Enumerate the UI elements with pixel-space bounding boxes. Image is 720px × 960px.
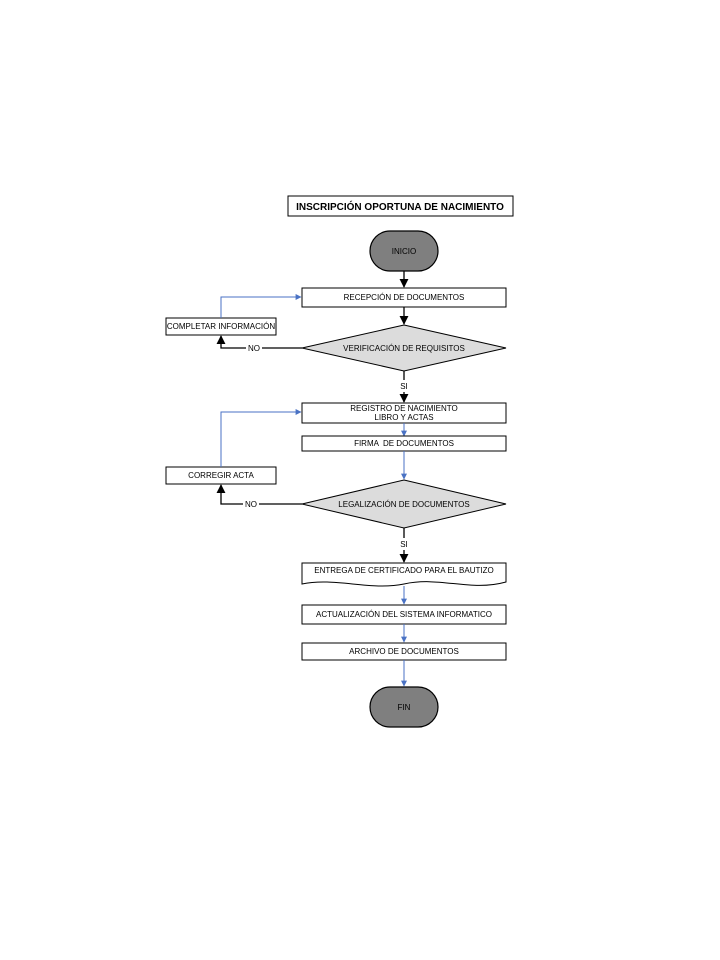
yes-label-1: SI xyxy=(400,382,408,391)
delivery-document-step: ENTREGA DE CERTIFICADO PARA EL BAUTIZO xyxy=(301,562,507,587)
registration-label-line1: REGISTRO DE NACIMIENTO xyxy=(350,404,457,413)
archive-step: ARCHIVO DE DOCUMENTOS xyxy=(301,642,507,661)
signature-label: FIRMA DE DOCUMENTOS xyxy=(354,439,454,448)
verification-label: VERIFICACIÓN DE REQUISITOS xyxy=(343,344,465,353)
end-label: FIN xyxy=(398,703,411,712)
start-terminal: INICIO xyxy=(369,230,439,272)
delivery-label: ENTREGA DE CERTIFICADO PARA EL BAUTIZO xyxy=(314,566,493,575)
system-update-step: ACTUALIZACIÓN DEL SISTEMA INFORMATICO xyxy=(301,604,507,625)
archive-label: ARCHIVO DE DOCUMENTOS xyxy=(349,647,459,656)
start-label: INICIO xyxy=(392,247,416,256)
verification-decision: VERIFICACIÓN DE REQUISITOS xyxy=(301,324,507,372)
signature-step: FIRMA DE DOCUMENTOS xyxy=(301,435,507,452)
title-text: INSCRIPCIÓN OPORTUNA DE NACIMIENTO xyxy=(296,200,504,213)
yes-label-2: SI xyxy=(400,540,408,549)
registration-label-line2: LIBRO Y ACTAS xyxy=(374,413,433,422)
correct-record-label: CORREGIR ACTA xyxy=(188,471,254,480)
legalization-decision: LEGALIZACIÓN DE DOCUMENTOS xyxy=(301,479,507,529)
feedback-line xyxy=(220,294,302,318)
reception-step: RECEPCIÓN DE DOCUMENTOS xyxy=(301,287,507,308)
complete-info-step: COMPLETAR INFORMACIÓN xyxy=(165,317,277,336)
complete-info-label: COMPLETAR INFORMACIÓN xyxy=(167,322,276,331)
legalization-label: LEGALIZACIÓN DE DOCUMENTOS xyxy=(338,500,469,509)
no-label-1: NO xyxy=(248,344,260,353)
no-branch-arrow xyxy=(216,335,246,349)
system-update-label: ACTUALIZACIÓN DEL SISTEMA INFORMATICO xyxy=(316,610,492,619)
feedback-line xyxy=(220,409,302,467)
end-terminal: FIN xyxy=(369,686,439,728)
correct-record-step: CORREGIR ACTA xyxy=(165,466,277,485)
title-box: INSCRIPCIÓN OPORTUNA DE NACIMIENTO xyxy=(287,195,514,217)
no-branch-arrow xyxy=(216,484,243,505)
registration-step: REGISTRO DE NACIMIENTO LIBRO Y ACTAS xyxy=(301,402,507,424)
no-label-2: NO xyxy=(245,500,257,509)
reception-label: RECEPCIÓN DE DOCUMENTOS xyxy=(344,293,465,302)
